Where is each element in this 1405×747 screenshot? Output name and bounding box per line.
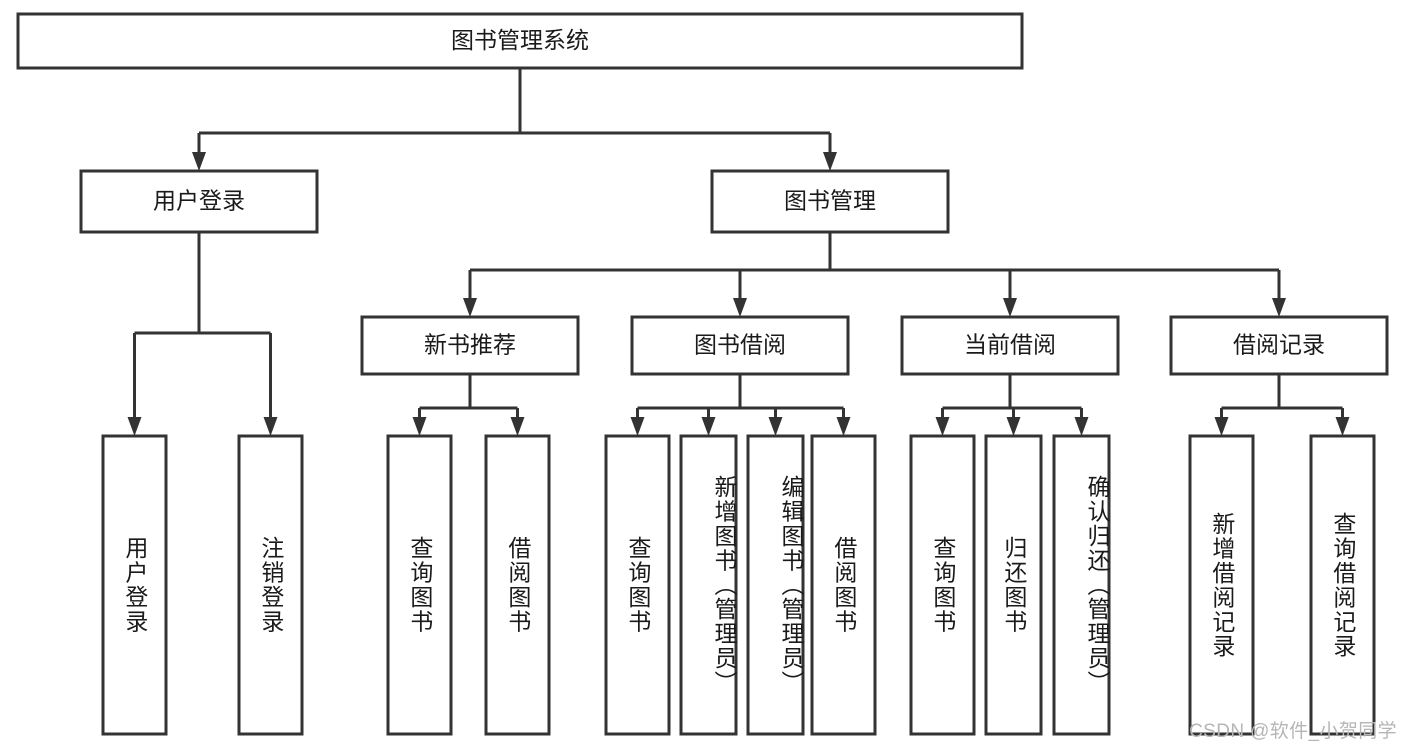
level3-node-1-label: 图书借阅 (694, 332, 786, 358)
leaf-node-3-box[interactable] (484, 434, 551, 736)
leaf-node-6-box[interactable] (746, 434, 805, 736)
arrow-head-icon (1335, 417, 1350, 436)
root-node-book-system[interactable]: 图书管理系统 (16, 12, 1024, 70)
leaf-node-0-box[interactable] (101, 434, 168, 736)
arrow-head-icon (1272, 298, 1286, 317)
leaf-node-9-box[interactable] (984, 434, 1043, 736)
arrow-head-icon (510, 417, 525, 436)
level3-node-1[interactable]: 图书借阅 (630, 315, 850, 376)
arrow-head-icon (412, 417, 427, 436)
arrow-head-icon (463, 298, 477, 317)
arrow-head-icon (192, 152, 206, 171)
root-node-book-system-label: 图书管理系统 (451, 27, 589, 53)
arrow-head-icon (823, 152, 837, 171)
leaf-node-1-box[interactable] (237, 434, 304, 736)
level2-node-0-box[interactable] (79, 169, 319, 234)
arrow-head-icon (1214, 417, 1229, 436)
arrow-head-icon (630, 417, 645, 436)
arrow-head-icon (935, 417, 950, 436)
leaf-node-7-box[interactable] (810, 434, 877, 736)
connector-layer (127, 68, 1350, 436)
arrow-head-icon (768, 417, 783, 436)
arrow-head-icon (127, 417, 142, 436)
level2-node-0-label: 用户登录 (153, 188, 245, 214)
level3-node-3-box[interactable] (1169, 315, 1389, 376)
level3-node-1-box[interactable] (630, 315, 850, 376)
leaf-node-10-box[interactable] (1052, 434, 1111, 736)
root-node-book-system-box[interactable] (16, 12, 1024, 70)
arrow-head-icon (1006, 417, 1021, 436)
level2-node-0[interactable]: 用户登录 (79, 169, 319, 234)
arrow-head-icon (733, 298, 747, 317)
arrow-head-icon (836, 417, 851, 436)
level3-node-3-label: 借阅记录 (1233, 332, 1325, 358)
leaf-node-5-box[interactable] (679, 434, 738, 736)
level3-node-2-box[interactable] (900, 315, 1120, 376)
leaf-node-2-box[interactable] (386, 434, 453, 736)
leaf-node-11-box[interactable] (1188, 434, 1255, 736)
level3-node-0[interactable]: 新书推荐 (360, 315, 580, 376)
leaf-node-12-box[interactable] (1309, 434, 1376, 736)
level3-node-0-box[interactable] (360, 315, 580, 376)
arrow-head-icon (263, 417, 278, 436)
leaf-node-8-box[interactable] (909, 434, 976, 736)
csdn-watermark: CSDN @软件_小贺同学 (1189, 721, 1397, 742)
level2-node-1-box[interactable] (710, 169, 950, 234)
arrow-head-icon (701, 417, 716, 436)
level3-node-3[interactable]: 借阅记录 (1169, 315, 1389, 376)
level3-node-2-label: 当前借阅 (964, 332, 1056, 358)
level3-node-0-label: 新书推荐 (424, 332, 516, 358)
leaf-node-4-box[interactable] (604, 434, 671, 736)
arrow-head-icon (1074, 417, 1089, 436)
level3-node-2[interactable]: 当前借阅 (900, 315, 1120, 376)
level2-node-1-label: 图书管理 (784, 188, 876, 214)
arrow-head-icon (1003, 298, 1017, 317)
level2-node-1[interactable]: 图书管理 (710, 169, 950, 234)
